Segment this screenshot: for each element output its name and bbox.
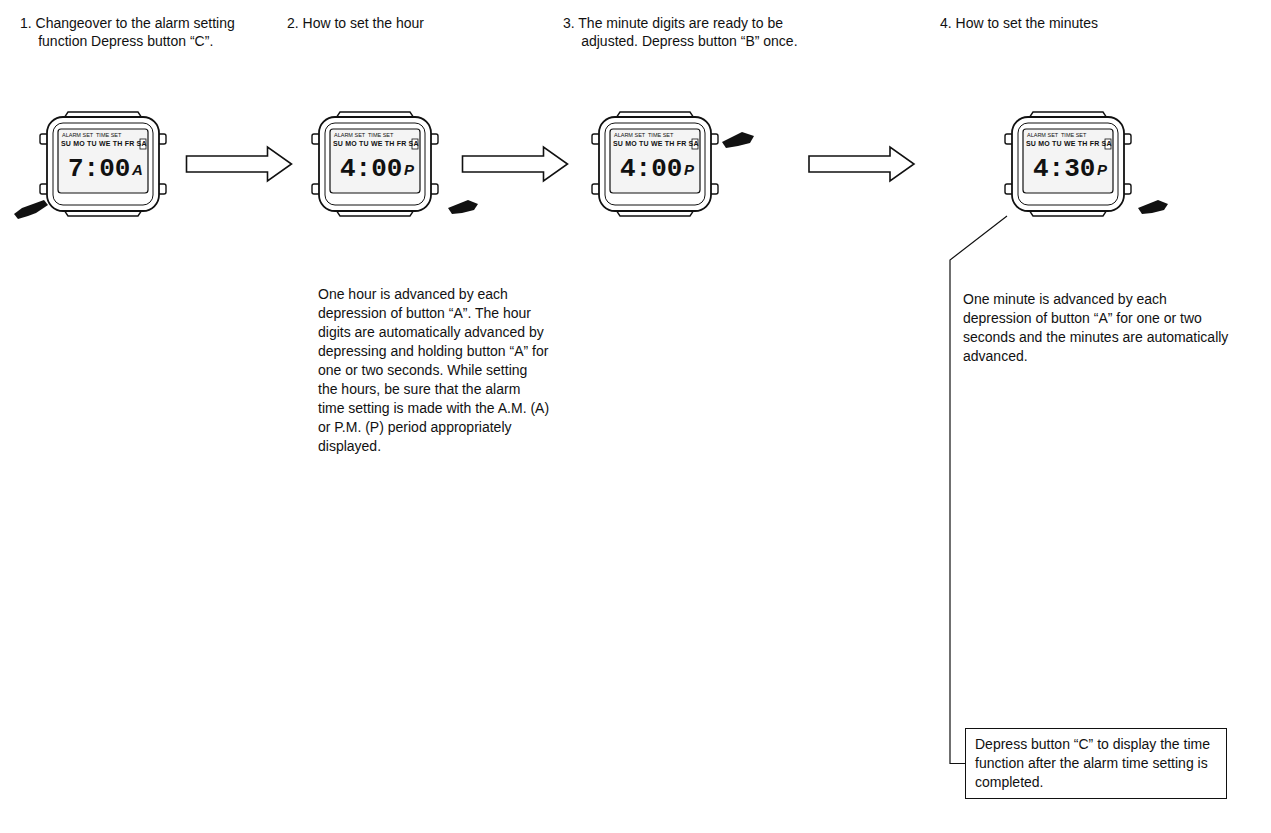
- instruction-note: One minute is advanced by each depressio…: [963, 290, 1233, 366]
- step-heading: 3. The minute digits are ready to be adj…: [563, 14, 806, 50]
- watch-face: ALARM SETTIME SET SU MO TU WE TH FR SA 4:0…: [310, 108, 440, 220]
- step-heading: 1. Changeover to the alarm setting funct…: [20, 14, 263, 50]
- mode-label: TIME SET: [368, 132, 393, 138]
- flow-arrow: [463, 147, 568, 181]
- mode-label: ALARM SET: [614, 132, 645, 138]
- ampm-indicator: P: [1097, 161, 1107, 179]
- time-digits: 7:00: [68, 154, 130, 184]
- flow-arrow: [809, 147, 914, 181]
- mode-label: ALARM SET: [62, 132, 93, 138]
- mode-label: ALARM SET: [1027, 132, 1058, 138]
- time-digits: 4:00: [340, 154, 402, 184]
- instruction-note: One hour is advanced by each depression …: [318, 285, 550, 456]
- step-heading: 4. How to set the minutes: [940, 14, 1208, 32]
- weekday-row: SU MO TU WE TH FR SA: [333, 140, 419, 147]
- watch-face: ALARM SETTIME SET SU MO TU WE TH FR SA 7:0…: [38, 108, 168, 220]
- weekday-row: SU MO TU WE TH FR SA: [61, 140, 147, 147]
- note-box: Depress button “C” to display the time f…: [965, 728, 1227, 799]
- ampm-indicator: P: [684, 161, 694, 179]
- mode-label: TIME SET: [648, 132, 673, 138]
- time-digits: 4:30: [1033, 154, 1095, 184]
- mode-label: ALARM SET: [334, 132, 365, 138]
- step-heading: 2. How to set the hour: [287, 14, 545, 32]
- time-digits: 4:00: [620, 154, 682, 184]
- weekday-row: SU MO TU WE TH FR SA: [1026, 140, 1112, 147]
- flow-arrow: [187, 147, 292, 181]
- weekday-row: SU MO TU WE TH FR SA: [613, 140, 699, 147]
- press-pointer: [14, 132, 1168, 219]
- mode-label: TIME SET: [96, 132, 121, 138]
- ampm-indicator: A: [132, 161, 143, 179]
- ampm-indicator: P: [404, 161, 414, 179]
- watch-face: ALARM SETTIME SET SU MO TU WE TH FR SA 4:0…: [590, 108, 720, 220]
- watch-face: ALARM SETTIME SET SU MO TU WE TH FR SA 4:3…: [1003, 108, 1133, 220]
- note-text: Depress button “C” to display the time f…: [975, 735, 1217, 792]
- mode-label: TIME SET: [1061, 132, 1086, 138]
